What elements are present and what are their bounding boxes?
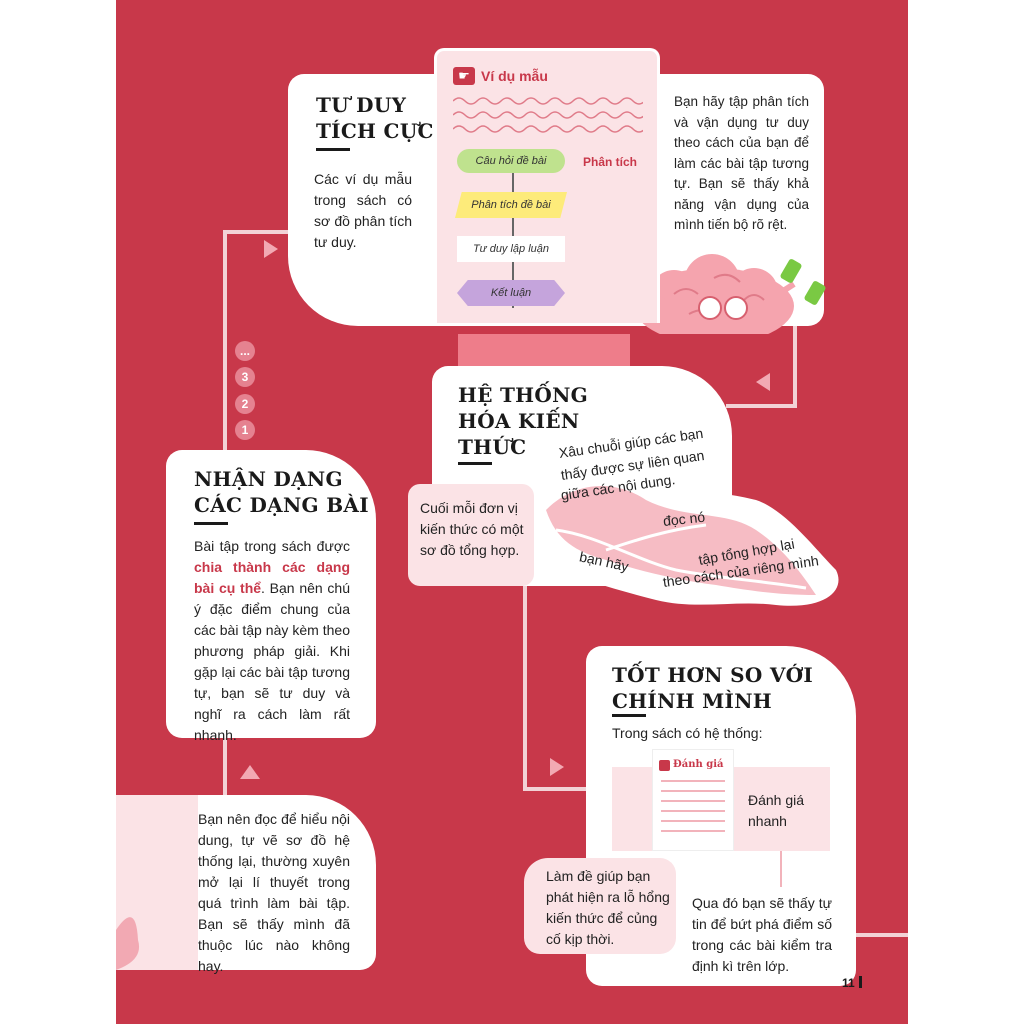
connector-line-mid-h: [523, 787, 603, 791]
summary-text: Cuối mỗi đơn vị kiến thức có một sơ đồ t…: [420, 500, 524, 558]
eval-text: Đánh giá nhanh: [748, 792, 805, 829]
title-underline: [194, 522, 228, 525]
test-bubble: Làm đề giúp bạn phát hiện ra lỗ hổng kiế…: [524, 858, 676, 954]
intro-text: Trong sách có hệ thống:: [612, 725, 763, 741]
card-body: Bạn nên đọc để hiểu nội dung, tự vẽ sơ đ…: [198, 811, 350, 974]
arrow-right-icon: [264, 240, 278, 258]
step-more: ...: [235, 341, 255, 361]
flow-step-conclusion: Kết luận: [457, 280, 565, 306]
highlight-text: chia thành các dạng bài cụ thể: [194, 559, 350, 596]
step-1: 1: [235, 420, 255, 440]
connector-line-right: [793, 320, 797, 408]
brain-mascot-icon: [610, 254, 826, 334]
flow-step-question: Câu hỏi đề bài: [457, 149, 565, 173]
test-bubble-text: Làm đề giúp bạn phát hiện ra lỗ hổng kiế…: [546, 868, 670, 947]
page-number-mark: [859, 976, 862, 988]
step-2: 2: [235, 394, 255, 414]
card-reading-tip: Bạn nên đọc để hiểu nội dung, tự vẽ sơ đ…: [116, 795, 376, 974]
decor-blob: [116, 917, 140, 970]
assessment-icon: [659, 760, 670, 771]
card-side-text: Bạn hãy tập phân tích và vận dụng tư duy…: [674, 94, 809, 232]
arrow-left-icon: [756, 373, 770, 391]
flow-step-reasoning: Tư duy lập luận: [457, 236, 565, 262]
eval-document: Đánh giá: [652, 749, 734, 851]
connector-line-mid: [523, 585, 527, 790]
flow-step-analyze: Phân tích đề bài: [455, 192, 567, 218]
decorative-band: [458, 334, 630, 372]
branch-diagram: [532, 453, 839, 606]
summary-box: Cuối mỗi đơn vị kiến thức có một sơ đồ t…: [408, 484, 534, 586]
pointing-hand-icon: ☛: [453, 67, 475, 85]
title-underline: [458, 462, 492, 465]
wavy-lines: [453, 97, 643, 133]
analysis-label: Phân tích: [583, 155, 638, 169]
arrow-up-icon: [240, 765, 260, 779]
step-3: 3: [235, 367, 255, 387]
connector-line-top: [223, 230, 293, 234]
example-panel: ☛ Ví dụ mẫu Câu hỏi đề bài Phân tích Phâ…: [434, 48, 660, 323]
title-underline: [316, 148, 350, 151]
confidence-text: Qua đó bạn sẽ thấy tự tin để bứt phá điể…: [692, 895, 832, 974]
connector-line-bottom: [838, 933, 908, 937]
page-number: 11: [842, 976, 855, 990]
title-underline: [612, 714, 646, 717]
arrow-right-icon: [550, 758, 564, 776]
card-body: Các ví dụ mẫu trong sách có sơ đồ phân t…: [314, 171, 412, 250]
connector-line-right-h: [726, 404, 797, 408]
example-label: Ví dụ mẫu: [481, 68, 548, 84]
card-body: Bài tập trong sách được chia thành các d…: [194, 538, 350, 743]
eval-connector: [780, 851, 782, 887]
doc-label: Đánh giá: [673, 759, 724, 770]
